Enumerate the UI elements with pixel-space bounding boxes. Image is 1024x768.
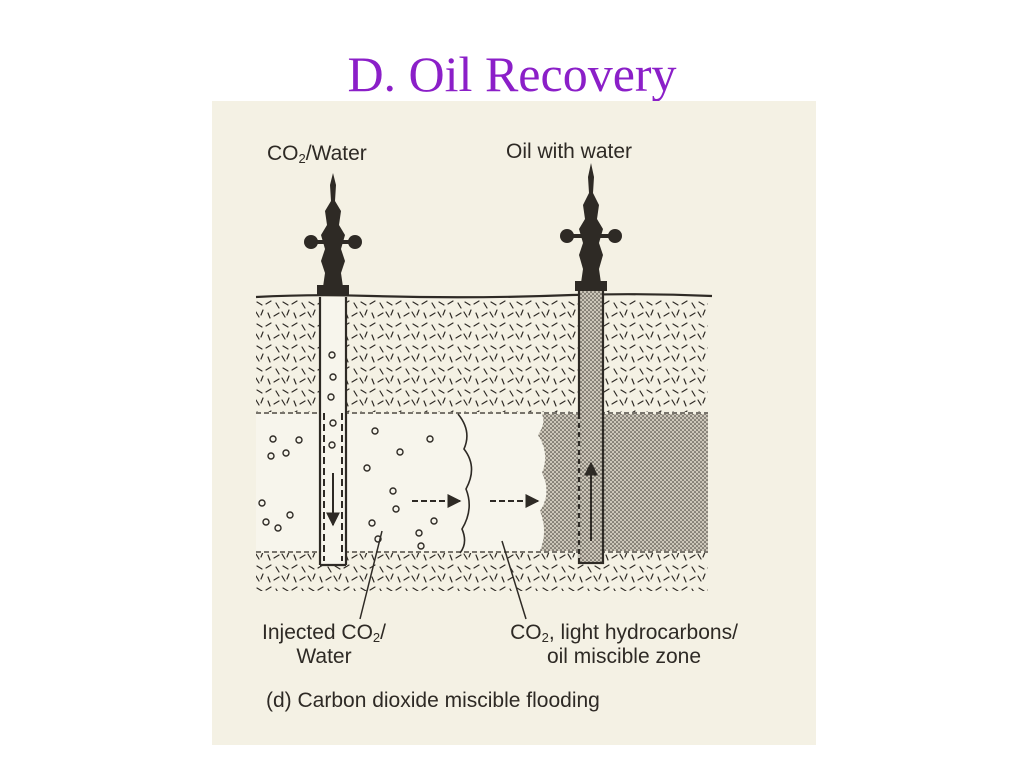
injected-co2-label: Injected CO2/ Water	[262, 621, 386, 668]
leader-line-miscible	[501, 540, 527, 620]
wellhead-icon	[304, 173, 362, 295]
figure-caption: (d) Carbon dioxide miscible flooding	[266, 689, 600, 712]
oil-recovery-diagram: CO2/Water Oil with water Injected CO2/ W…	[212, 101, 816, 745]
miscible-zone-label: CO2, light hydrocarbons/ oil miscible zo…	[510, 621, 738, 668]
diagram-illustration	[255, 163, 713, 620]
oil-zone	[538, 414, 708, 551]
wellhead-icon	[560, 163, 622, 291]
leader-line-injected	[359, 530, 383, 620]
page-title: D. Oil Recovery	[347, 46, 677, 102]
production-well-label: Oil with water	[506, 140, 633, 163]
miscible-front	[457, 413, 473, 554]
ground-surface-line	[255, 293, 713, 299]
bubble-icon	[258, 351, 438, 550]
injection-well-label: CO2/Water	[267, 142, 367, 166]
